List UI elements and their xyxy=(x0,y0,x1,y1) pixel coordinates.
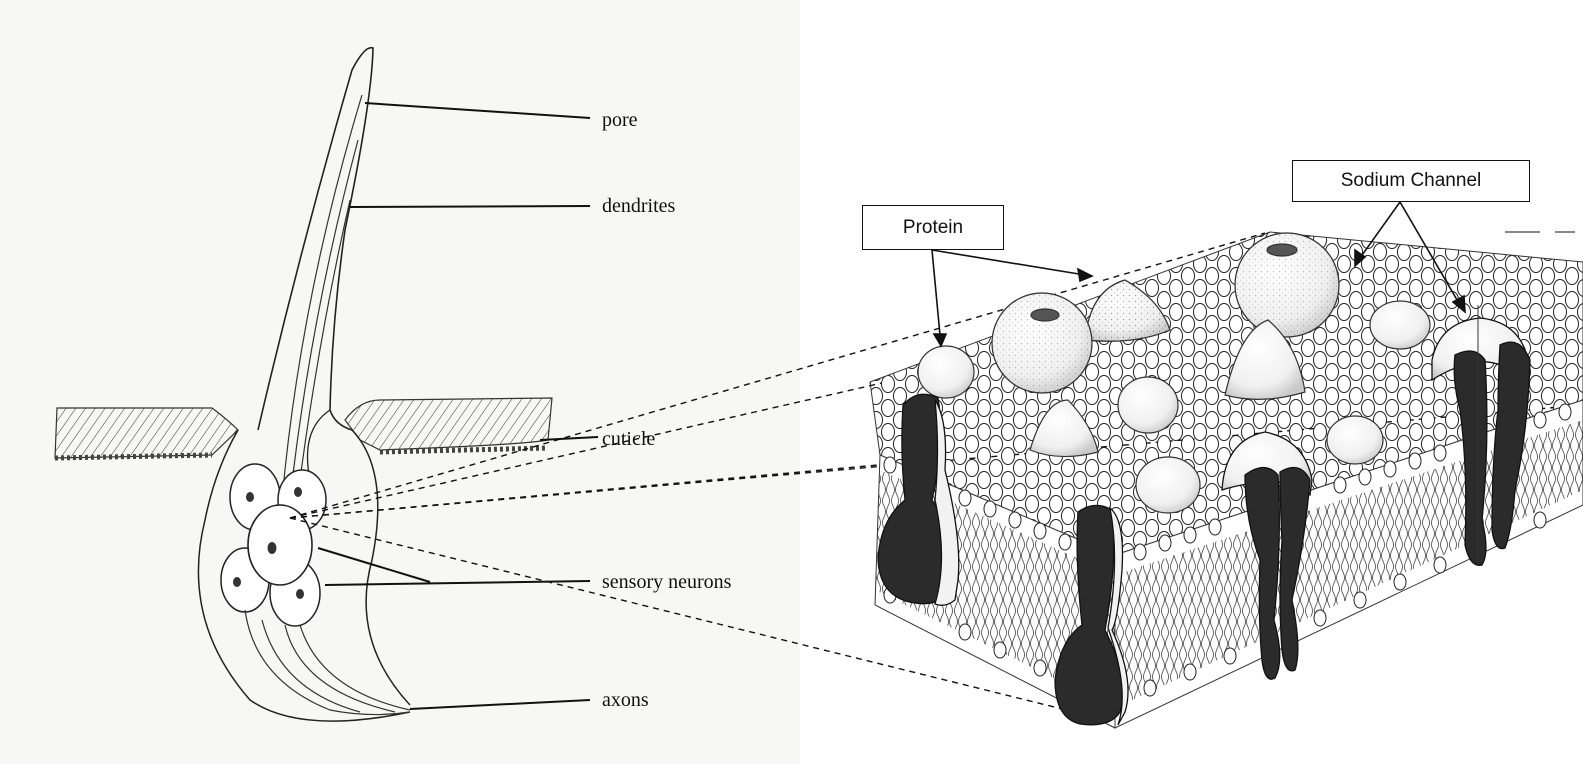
label-cuticle: cuticle xyxy=(602,428,655,450)
dendrite-2 xyxy=(290,140,358,500)
label-pore: pore xyxy=(602,109,638,131)
membrane-slab xyxy=(870,202,1583,728)
cuticle-left xyxy=(55,408,238,458)
dendrite-1 xyxy=(282,95,362,500)
sensillum-drawing xyxy=(55,48,598,721)
label-sodium-channel: Sodium Channel xyxy=(1292,160,1530,202)
dendrite-3 xyxy=(298,200,350,495)
label-protein: Protein xyxy=(862,205,1004,250)
label-sensory-neurons: sensory neurons xyxy=(602,571,731,593)
sensory-neuron-cluster xyxy=(221,464,326,626)
cuticle-right xyxy=(345,398,552,450)
axon-bundle xyxy=(245,610,410,715)
label-dendrites: dendrites xyxy=(602,195,675,217)
label-axons: axons xyxy=(602,689,649,711)
